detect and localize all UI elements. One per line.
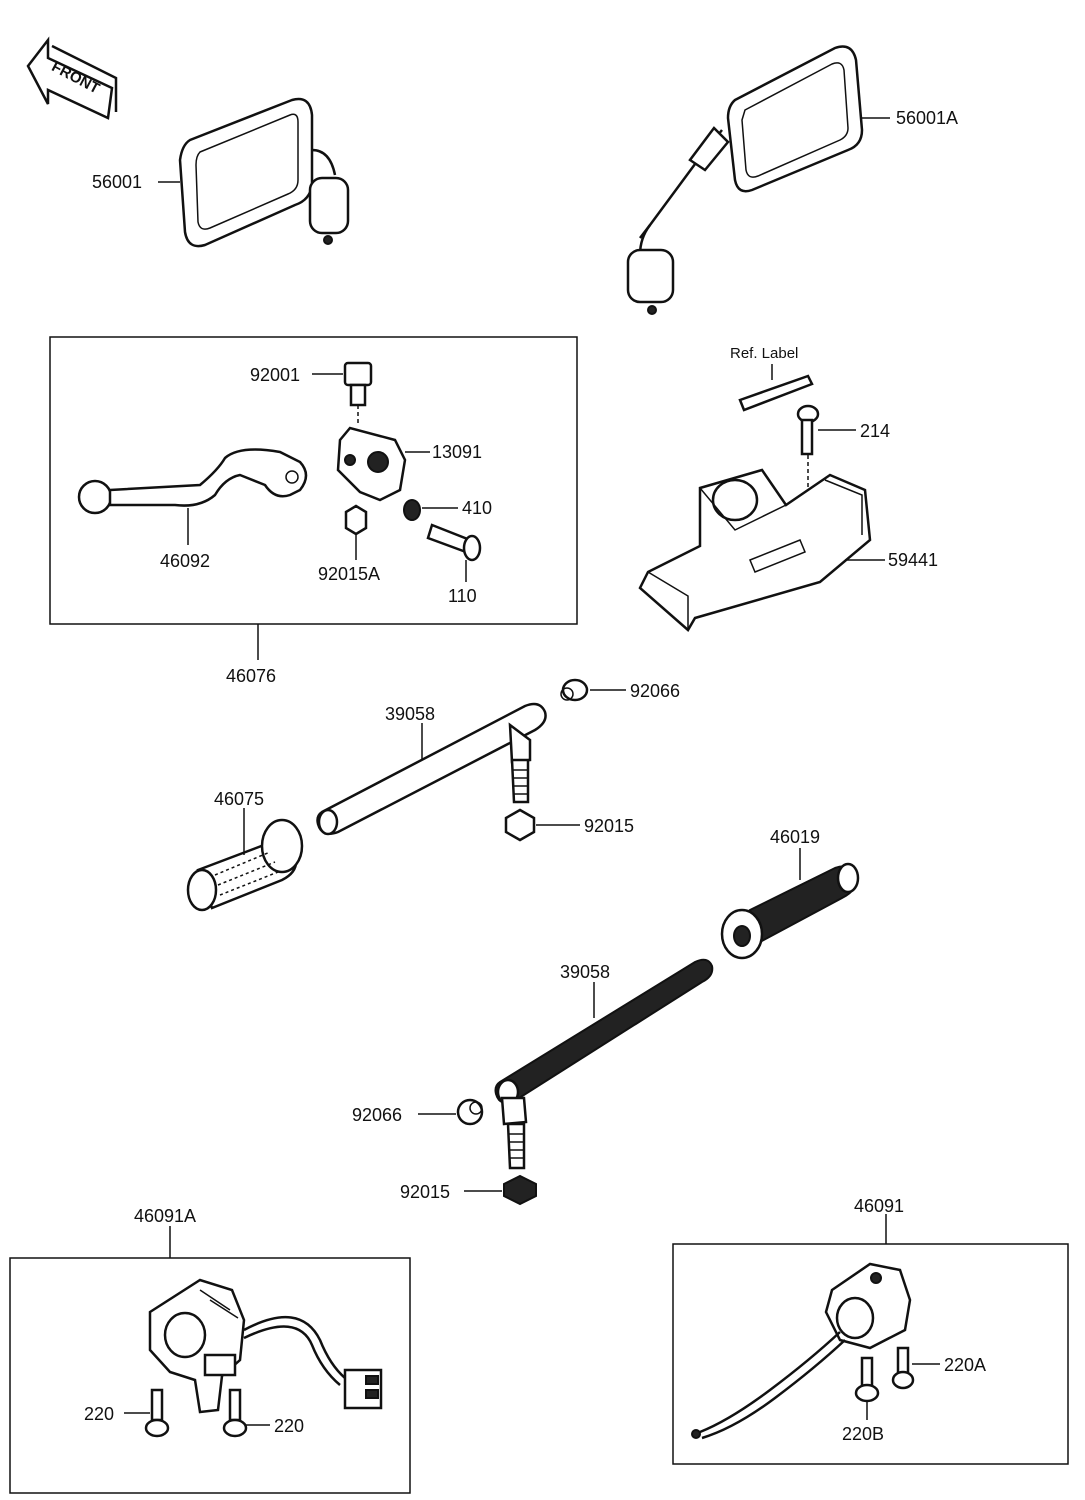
part-label-handlebar-upper: 39058	[385, 704, 435, 724]
part-label-screw-220-b: 220	[274, 1416, 304, 1436]
lever-assy-box	[49, 336, 578, 625]
screw-220A	[891, 1346, 915, 1390]
cap-92066-upper	[560, 678, 589, 702]
part-label-lever-holder: 13091	[432, 442, 482, 462]
part-label-screw-220A: 220A	[944, 1355, 986, 1375]
grip-right	[720, 862, 860, 960]
handlebar-upper	[316, 702, 547, 836]
left-switch-box	[9, 1257, 411, 1494]
left-switch-housing	[148, 1278, 383, 1414]
grip-left	[186, 818, 304, 912]
mirror-left	[178, 97, 350, 248]
ref-label-sticker	[738, 374, 814, 412]
part-label-lever-assy: 46076	[226, 666, 276, 686]
part-label-lever-bolt: 92001	[250, 365, 300, 385]
part-label-washer: 410	[462, 498, 492, 518]
part-label-screw-220-a: 220	[84, 1404, 114, 1424]
lever-holder	[336, 426, 407, 502]
part-label-mirror-left: 56001	[92, 172, 142, 192]
part-label-switch-right: 46091	[854, 1196, 904, 1216]
part-label-cap-lower: 92066	[352, 1105, 402, 1125]
part-label-nut-lower: 92015	[400, 1182, 450, 1202]
cap-92066-lower	[456, 1098, 484, 1126]
clutch-lever	[77, 448, 308, 515]
ref-label-text: Ref. Label	[730, 345, 798, 362]
washer-410	[403, 499, 421, 521]
right-switch-box	[672, 1243, 1069, 1465]
part-label-grip-left: 46075	[214, 789, 264, 809]
right-switch-housing	[691, 1262, 912, 1440]
mirror-right	[626, 45, 864, 315]
nut-92015-lower	[503, 1174, 537, 1206]
handlebar-lower	[494, 958, 714, 1170]
screw-214	[796, 404, 820, 456]
pivot-bolt-110	[426, 523, 482, 562]
screw-220B	[854, 1356, 880, 1403]
part-label-handlebar-lower: 39058	[560, 962, 610, 982]
part-label-lever: 46092	[160, 551, 210, 571]
part-label-pivot-bolt: 110	[448, 586, 477, 606]
screw-220-right	[222, 1388, 248, 1438]
handlebar-cover	[638, 468, 872, 632]
part-label-cover: 59441	[888, 550, 938, 570]
part-label-screw-214: 214	[860, 421, 890, 441]
screw-220-left	[144, 1388, 170, 1438]
front-arrow-icon: FRONT	[26, 36, 118, 120]
part-label-nut-a: 92015A	[318, 564, 380, 584]
nut-92015a	[344, 504, 368, 536]
bolt-92001	[343, 361, 373, 407]
part-label-nut-upper: 92015	[584, 816, 634, 836]
nut-92015-upper	[504, 808, 536, 842]
part-label-screw-220B: 220B	[842, 1424, 884, 1444]
part-label-cap-upper: 92066	[630, 681, 680, 701]
part-label-grip-right: 46019	[770, 827, 820, 847]
part-label-mirror-right: 56001A	[896, 108, 958, 128]
part-label-switch-left: 46091A	[134, 1206, 196, 1226]
